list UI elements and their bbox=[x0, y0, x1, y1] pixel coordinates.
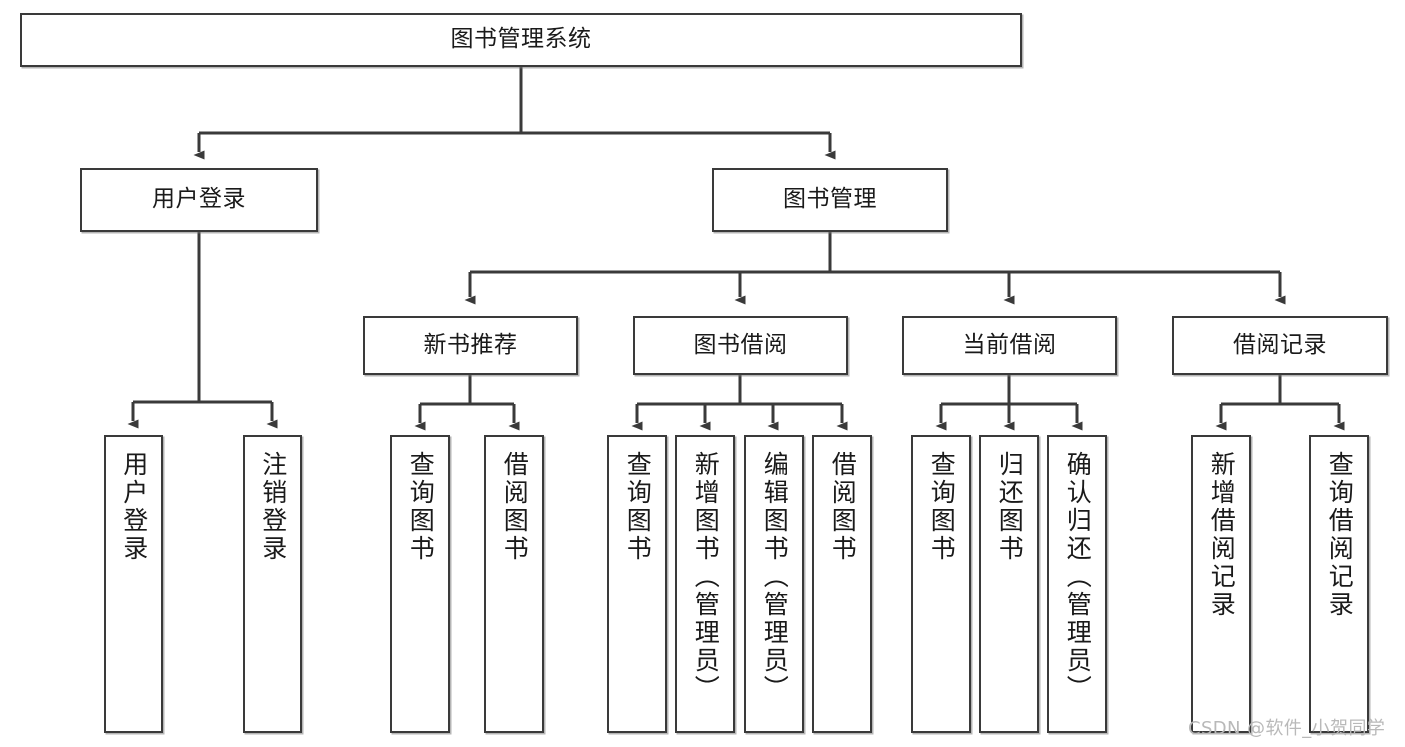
node-leaf-query-book-borrow[interactable]: 查询图书 bbox=[607, 435, 667, 733]
node-label: 图书借阅 bbox=[693, 331, 788, 358]
node-label: 查询图书 bbox=[406, 451, 436, 563]
node-new-book-recommend[interactable]: 新书推荐 bbox=[363, 316, 578, 375]
node-leaf-edit-book-admin[interactable]: 编辑图书（管理员） bbox=[744, 435, 804, 733]
node-leaf-confirm-return-admin[interactable]: 确认归还（管理员） bbox=[1047, 435, 1107, 733]
node-label: 归还图书 bbox=[995, 451, 1025, 563]
node-root-book-management-system[interactable]: 图书管理系统 bbox=[20, 13, 1022, 67]
node-label: 编辑图书（管理员） bbox=[760, 451, 790, 703]
node-label: 当前借阅 bbox=[962, 331, 1057, 358]
node-label: 新增借阅记录 bbox=[1207, 451, 1237, 619]
node-label: 用户登录 bbox=[119, 451, 149, 563]
node-current-borrow[interactable]: 当前借阅 bbox=[902, 316, 1117, 375]
node-book-borrow[interactable]: 图书借阅 bbox=[633, 316, 848, 375]
node-label: 借阅记录 bbox=[1233, 331, 1327, 358]
node-user-login[interactable]: 用户登录 bbox=[80, 168, 318, 232]
node-leaf-query-book-current[interactable]: 查询图书 bbox=[911, 435, 971, 733]
node-leaf-borrow-book-recommend[interactable]: 借阅图书 bbox=[484, 435, 544, 733]
node-label: 图书管理系统 bbox=[450, 26, 592, 53]
node-book-management[interactable]: 图书管理 bbox=[712, 168, 948, 232]
node-leaf-query-borrow-record[interactable]: 查询借阅记录 bbox=[1309, 435, 1369, 733]
node-label: 新增图书（管理员） bbox=[691, 451, 721, 703]
node-label: 查询图书 bbox=[927, 451, 957, 563]
node-leaf-user-login[interactable]: 用户登录 bbox=[104, 435, 163, 733]
node-label: 用户登录 bbox=[152, 186, 246, 213]
node-leaf-query-book-recommend[interactable]: 查询图书 bbox=[390, 435, 450, 733]
node-leaf-add-borrow-record[interactable]: 新增借阅记录 bbox=[1191, 435, 1251, 733]
node-leaf-logout[interactable]: 注销登录 bbox=[243, 435, 302, 733]
node-label: 图书管理 bbox=[783, 186, 877, 213]
node-label: 注销登录 bbox=[258, 451, 288, 563]
node-label: 借阅图书 bbox=[828, 451, 858, 563]
node-leaf-borrow-book[interactable]: 借阅图书 bbox=[812, 435, 872, 733]
node-label: 查询图书 bbox=[623, 451, 653, 563]
node-label: 新书推荐 bbox=[423, 331, 518, 358]
node-leaf-return-book[interactable]: 归还图书 bbox=[979, 435, 1039, 733]
node-borrow-record[interactable]: 借阅记录 bbox=[1172, 316, 1388, 375]
node-label: 确认归还（管理员） bbox=[1063, 451, 1093, 703]
node-label: 查询借阅记录 bbox=[1325, 451, 1355, 619]
csdn-watermark: CSDN @软件_小贺同学 bbox=[1188, 718, 1386, 739]
node-leaf-add-book-admin[interactable]: 新增图书（管理员） bbox=[675, 435, 735, 733]
node-label: 借阅图书 bbox=[500, 451, 530, 563]
